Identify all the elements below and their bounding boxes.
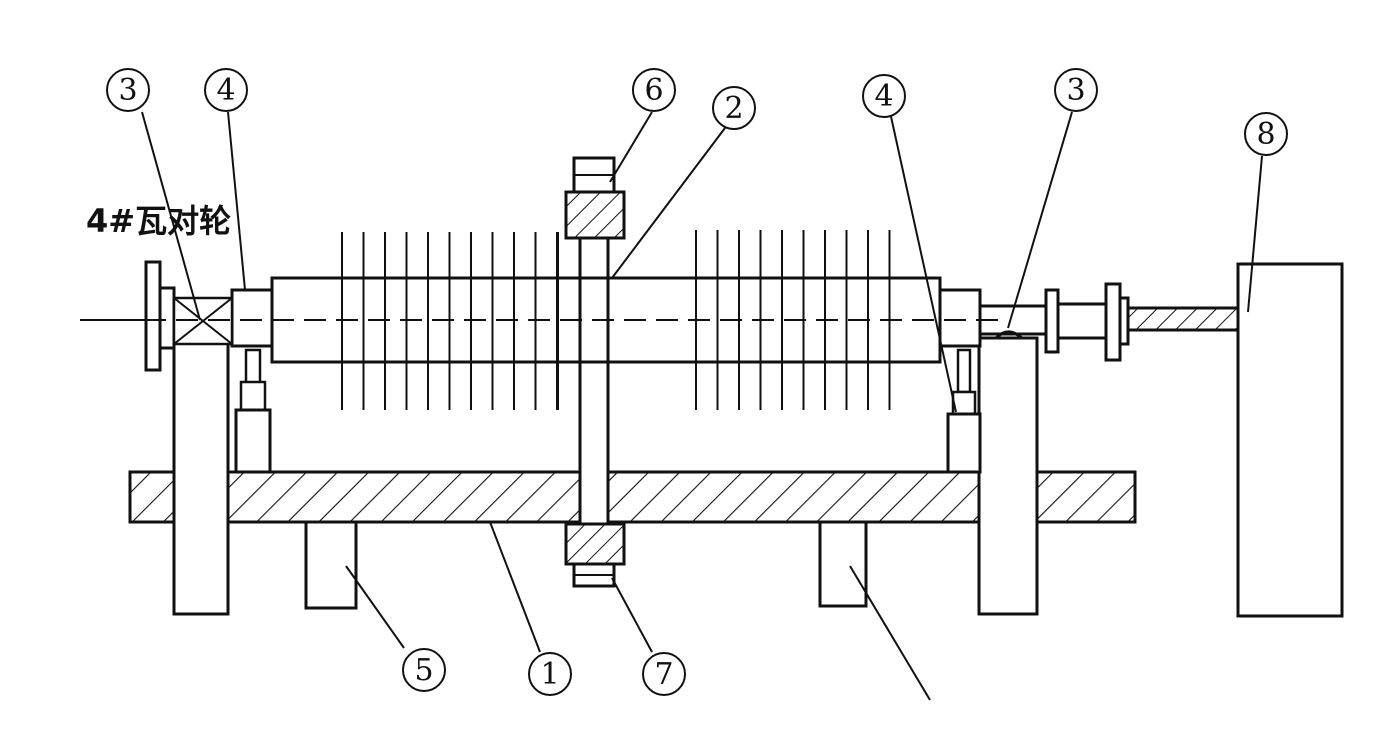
- callout-8: 8: [1244, 112, 1288, 156]
- callout-1: 1: [528, 652, 572, 696]
- shaft-hub-right: [938, 288, 982, 348]
- callout-4-left: 4: [204, 68, 248, 112]
- jack-collar-left: [239, 380, 267, 412]
- callout-4-right: 4: [862, 74, 906, 118]
- bearing-pedestal-right: [977, 336, 1039, 616]
- base-beam: [128, 470, 1137, 524]
- bottom-clamp-block: [564, 522, 626, 566]
- support-foot-left: [304, 520, 358, 610]
- svg-text:4: 4: [874, 79, 893, 114]
- svg-text:8: 8: [1256, 117, 1275, 152]
- callout-3-left: 3: [106, 68, 150, 112]
- coupling-body-right: [1056, 302, 1108, 340]
- support-foot-right: [818, 520, 868, 608]
- svg-text:2: 2: [724, 91, 743, 126]
- jack-stem-left: [244, 348, 262, 386]
- coupling-label: 4#瓦对轮: [86, 202, 231, 240]
- callout-2: 2: [712, 86, 756, 130]
- jack-stem-right: [956, 348, 972, 394]
- callout-6: 6: [632, 68, 676, 112]
- shaft-hub-left: [230, 288, 274, 348]
- coupling-body-left: [158, 286, 176, 350]
- coupling-flange-right-1: [1044, 288, 1060, 354]
- jack-base-right: [946, 412, 982, 474]
- jack-base-left: [234, 408, 272, 474]
- leader-lines: [141, 111, 1263, 701]
- callout-7: 7: [642, 652, 686, 696]
- drive-shaft: [1126, 306, 1242, 332]
- bearing-shell-right: [994, 330, 1023, 340]
- svg-text:7: 7: [654, 657, 673, 692]
- svg-text:6: 6: [644, 73, 663, 108]
- callout-5: 5: [402, 648, 446, 692]
- callout-3-right: 3: [1054, 68, 1098, 112]
- coupling-flange-left: [144, 260, 162, 372]
- bearing-pedestal-left: [172, 336, 230, 616]
- svg-text:3: 3: [118, 73, 137, 108]
- svg-text:3: 3: [1066, 73, 1085, 108]
- svg-text:4: 4: [216, 73, 235, 108]
- svg-text:5: 5: [414, 653, 433, 688]
- coupling-flange-right-2: [1104, 282, 1122, 362]
- top-clamp-block: [564, 190, 626, 240]
- svg-text:1: 1: [540, 657, 559, 692]
- drive-unit: [1236, 262, 1344, 618]
